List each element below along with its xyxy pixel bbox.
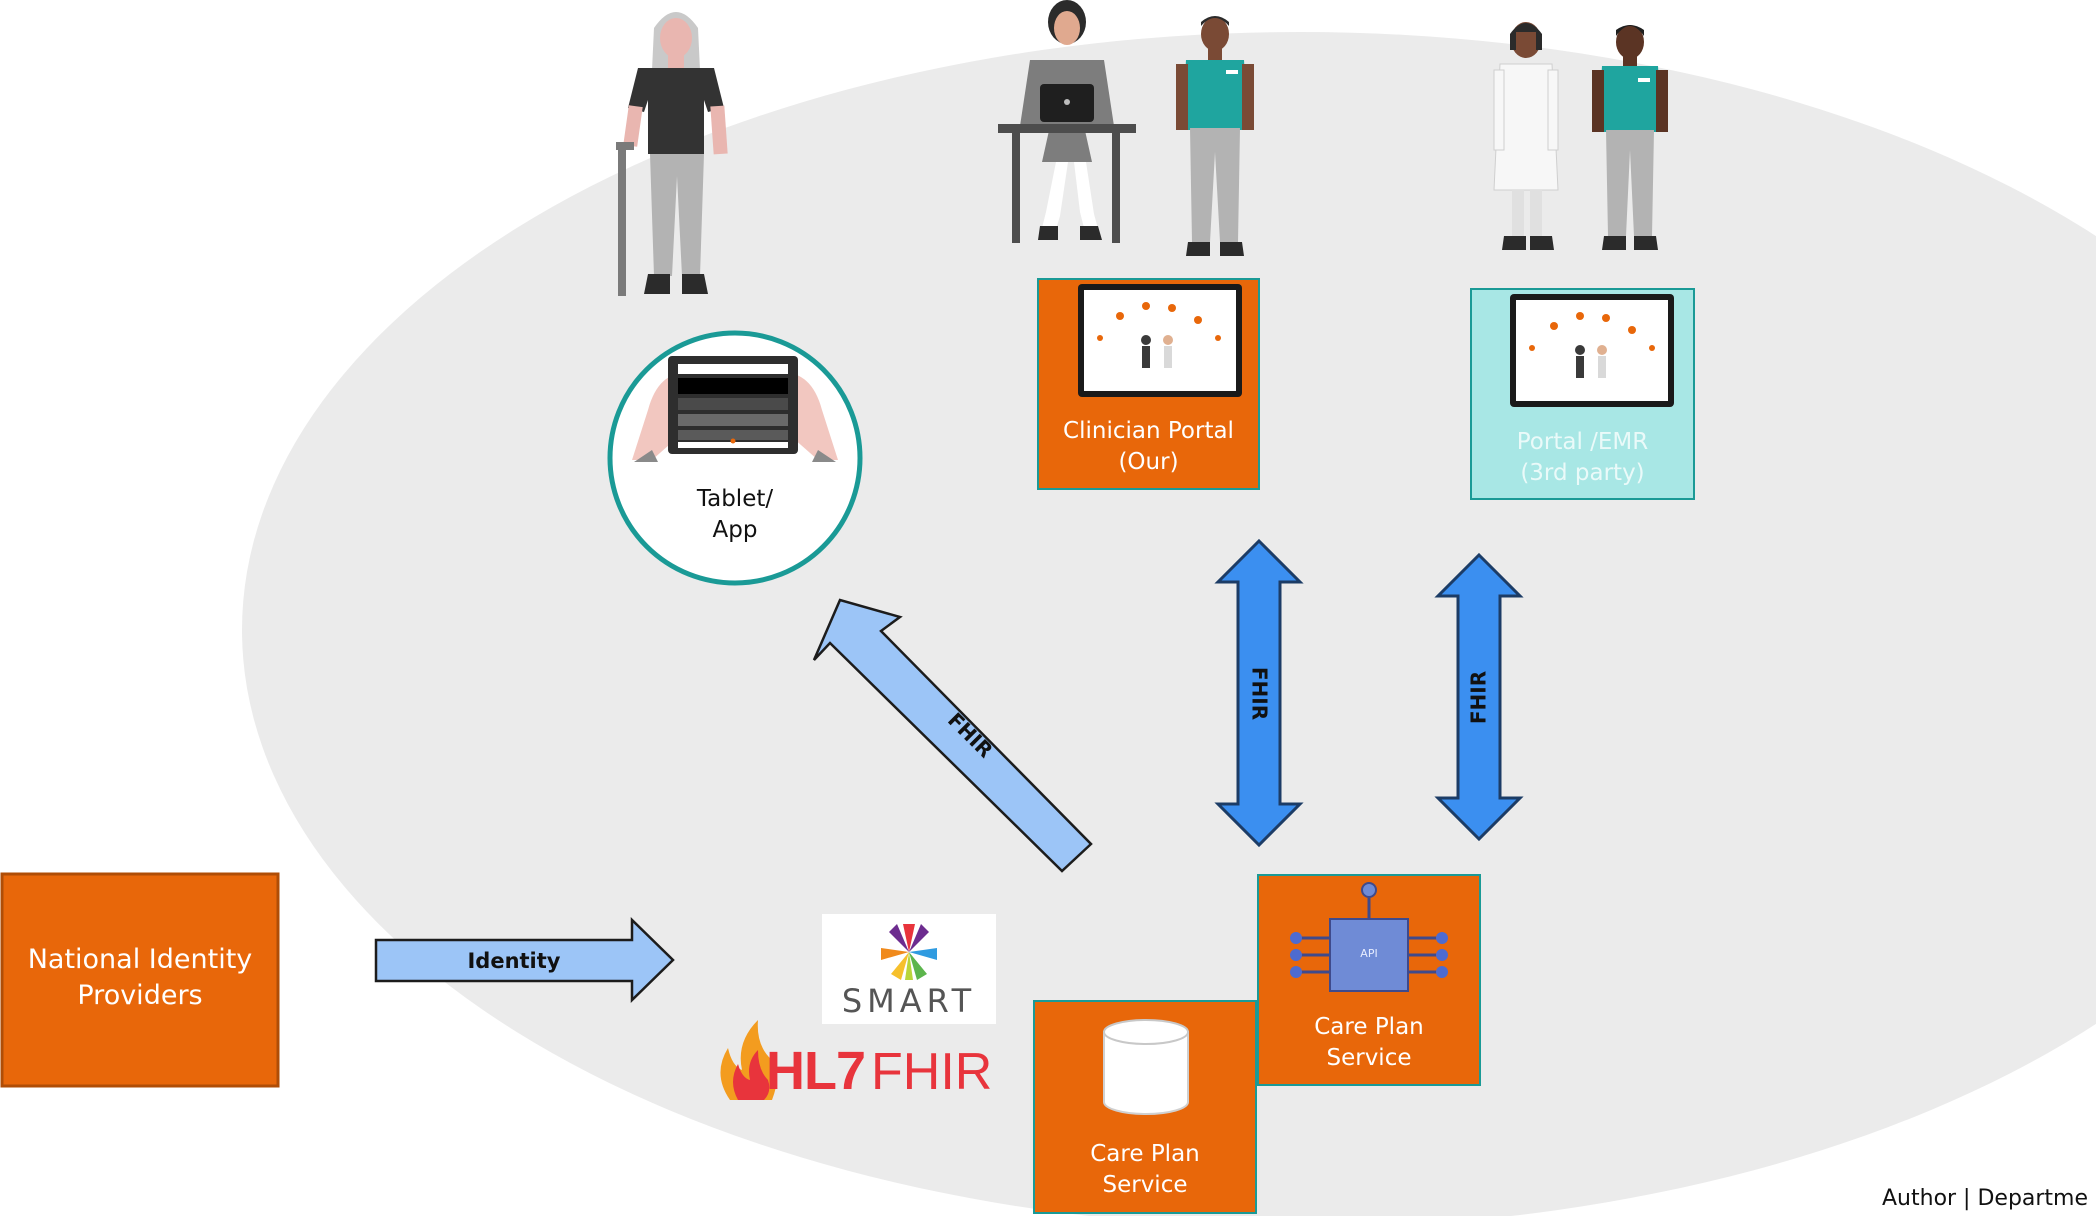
patient-figure <box>616 12 728 296</box>
smart-logo-text: SMART <box>841 982 977 1020</box>
nurse-figure-2 <box>1592 25 1668 250</box>
doctor-figure <box>1493 22 1559 250</box>
clinician-portal-screen-icon <box>1078 284 1242 397</box>
identity-arrow-label: Identity <box>467 949 561 973</box>
hl7-flame-icon <box>720 1020 777 1100</box>
care-plan-service-api-label: Care Plan Service <box>1314 1014 1424 1072</box>
tablet-device-icon <box>632 356 838 462</box>
national-identity-label: National Identity Providers <box>27 944 253 1012</box>
hl7-logo-text: HL7 <box>766 1041 866 1101</box>
nurse-figure-1 <box>1176 16 1254 256</box>
fhir-arrow-vertical-2 <box>1434 552 1524 842</box>
identity-arrow <box>374 917 675 1003</box>
fhir-arrow-diagonal-shape <box>812 598 1093 873</box>
footer-author: Author | Departme <box>1882 1186 2089 1211</box>
api-chip-icon <box>1290 882 1448 992</box>
care-plan-service-db-label: Care Plan Service <box>1090 1141 1200 1199</box>
tablet-app-label: Tablet/ App <box>696 486 774 544</box>
api-chip-label: API <box>1360 947 1378 960</box>
smart-logo <box>822 914 996 1024</box>
fhir-logo-text: FHIR <box>871 1043 993 1101</box>
fhir-vertical-1-label: FHIR <box>1247 666 1272 721</box>
national-identity-box[interactable] <box>0 872 280 1088</box>
clinician-at-desk-figure <box>998 0 1136 243</box>
database-cylinder-icon <box>1103 1019 1189 1115</box>
fhir-arrow-vertical-1 <box>1214 538 1304 848</box>
portal-emr-label: Portal /EMR (3rd party) <box>1516 429 1649 487</box>
clinician-portal-label: Clinician Portal (Our) <box>1063 418 1234 476</box>
portal-emr-screen-icon <box>1510 294 1674 407</box>
fhir-vertical-2-label: FHIR <box>1466 670 1491 725</box>
